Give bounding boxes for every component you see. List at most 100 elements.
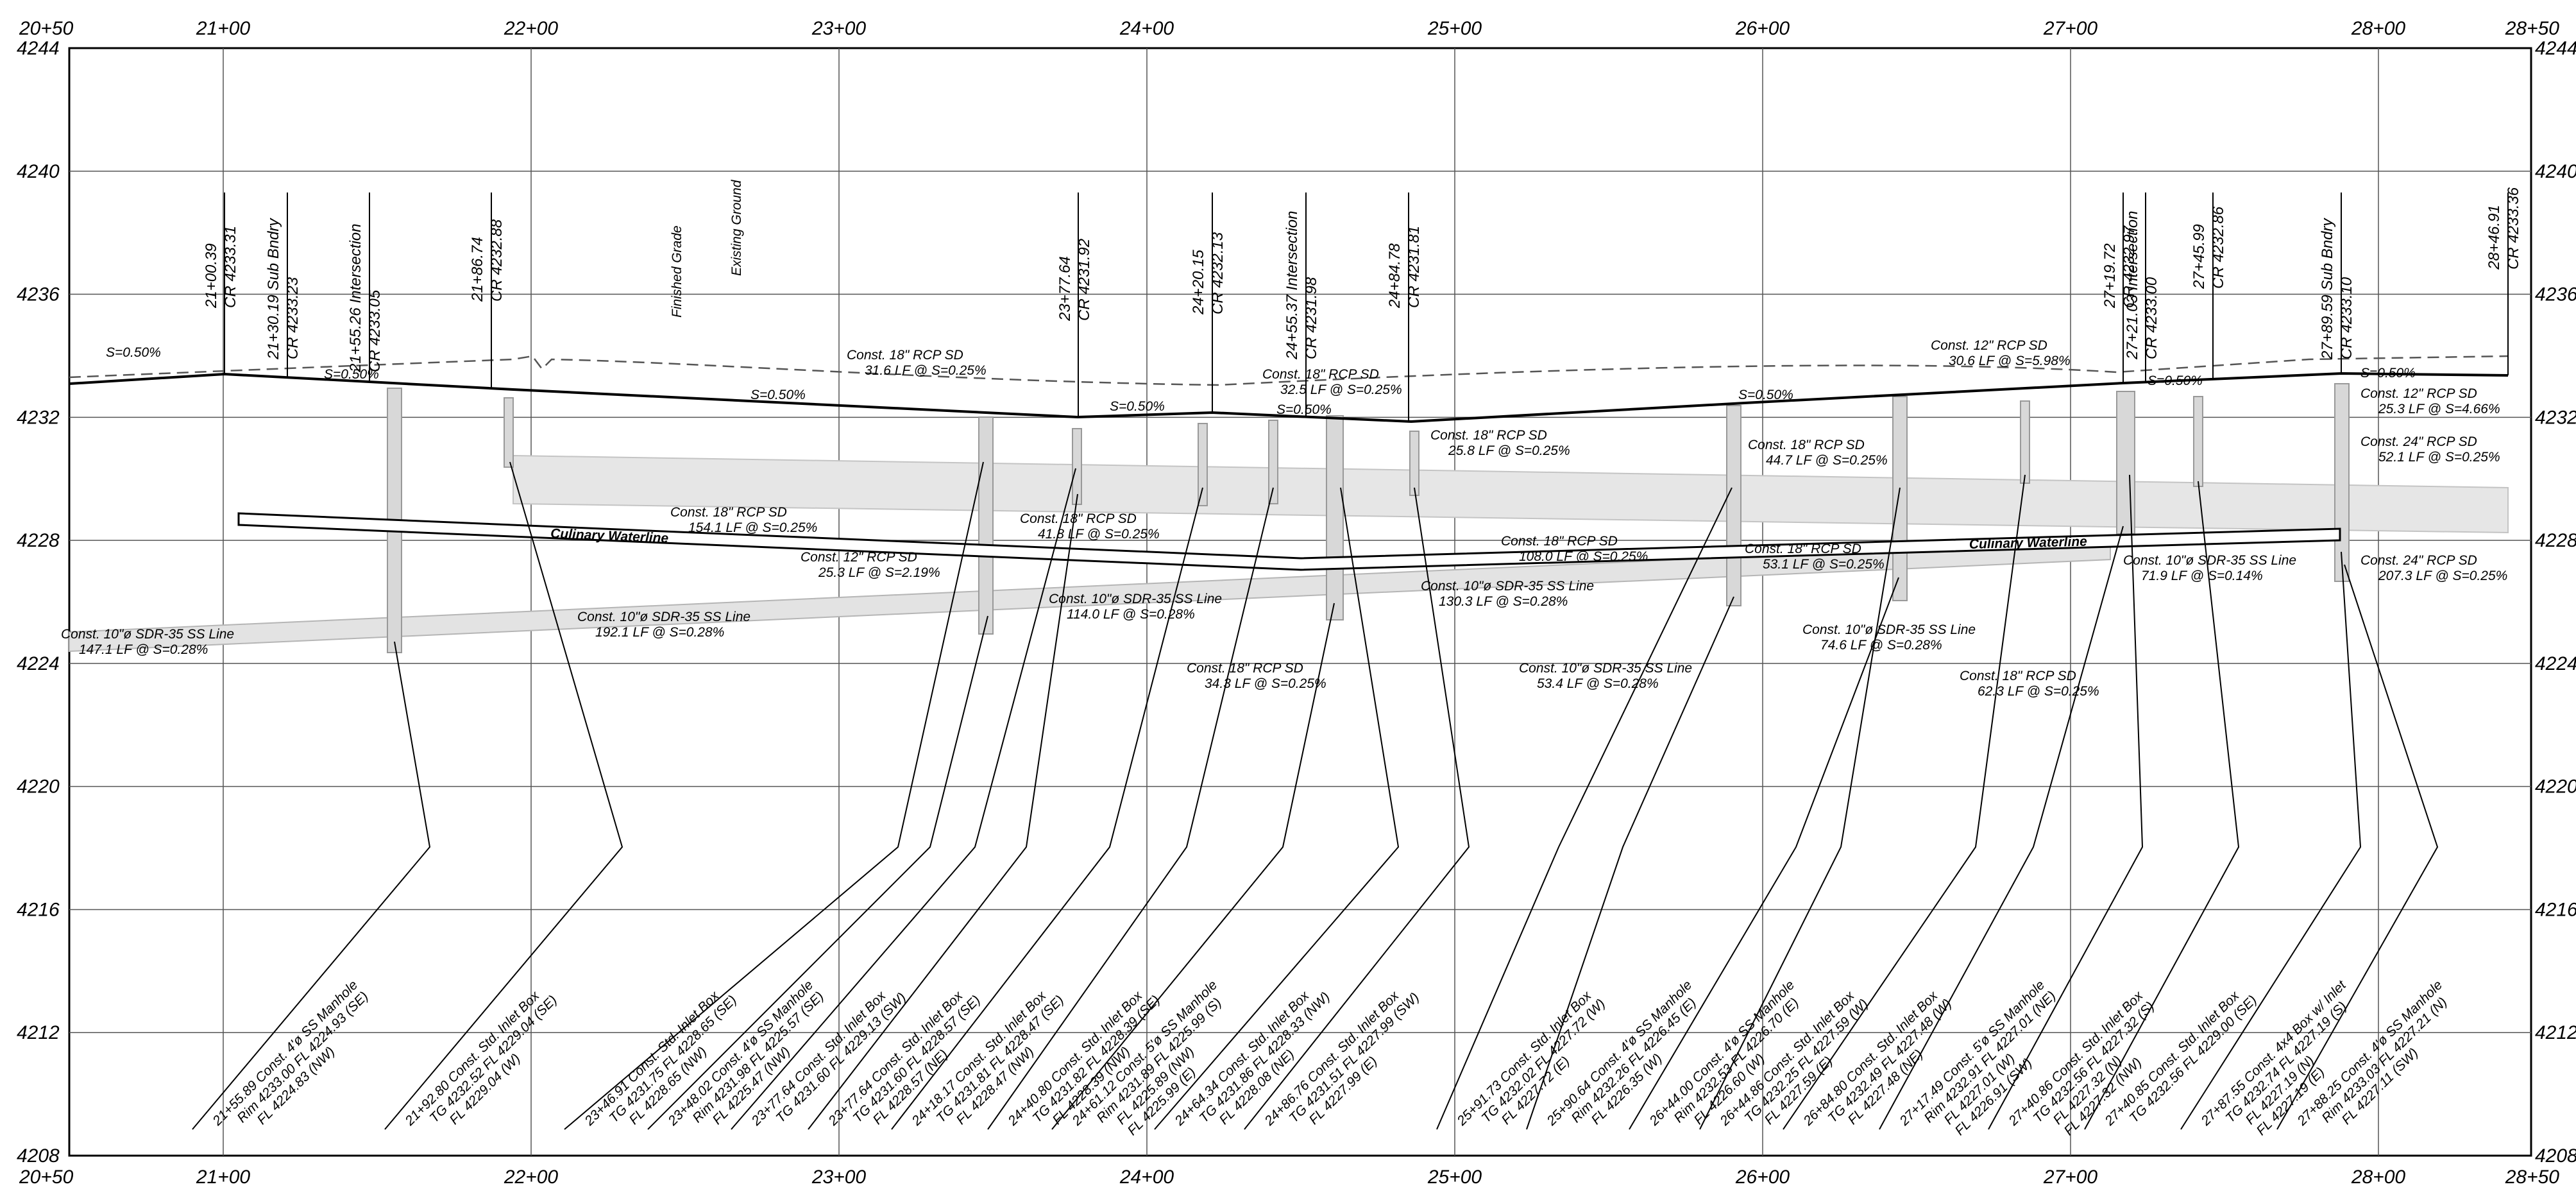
pipe-label-detail: 154.1 LF @ S=0.25% [688,520,817,535]
callout-station: 24+84.78 [1386,243,1403,309]
pipe-label-detail: 108.0 LF @ S=0.25% [1519,549,1648,564]
slope-label: S=0.50% [1276,402,1332,417]
callout-elevation: CR 4233.00 [2143,277,2160,359]
culinary-waterline [237,512,2341,571]
pipe-label-detail: 30.6 LF @ S=5.98% [1949,354,2071,368]
profile-frame [68,47,2532,1157]
station-label-top: 23+00 [811,18,867,39]
structure-callout-line: TG 4232.52 FL 4229.04 (SE) [427,993,560,1126]
grid-lines [69,48,2531,1156]
elevation-label-right: 4216 [2535,899,2576,920]
callout-elevation: CR 4233.23 [284,277,301,359]
station-label-bottom: 28+00 [2351,1167,2406,1188]
pipe-label-title: Const. 18" RCP SD [1748,438,1865,452]
existing-ground-line [69,355,2509,386]
axis-labels: 20+5020+5021+0021+0022+0022+0023+0023+00… [17,18,2576,1188]
callout-station: 28+46.91 [2486,205,2503,270]
callout-elevation: CR 4233.05 [366,289,384,372]
elevation-label-left: 4240 [17,161,60,182]
pipe-label-detail: 52.1 LF @ S=0.25% [2378,450,2500,465]
callout-elevation: CR 4231.81 [1405,226,1423,308]
elevation-label-right: 4240 [2535,161,2576,182]
station-label-top: 22+00 [504,18,559,39]
pipe-label-detail: 25.3 LF @ S=4.66% [2378,402,2500,416]
callout-elevation: CR 4232.88 [488,219,505,302]
station-label-top: 28+00 [2351,18,2406,39]
station-label-bottom: 22+00 [504,1167,559,1188]
pipe-label-title: Const. 24" RCP SD [2360,553,2477,568]
finished-grade-label: Finished Grade [670,225,684,318]
station-label-top: 21+00 [196,18,251,39]
callout-station: 27+19.72 [2101,243,2119,309]
callout-elevation: CR 4233.36 [2505,187,2522,270]
pipe-label-title: Const. 12" RCP SD [1931,338,2047,353]
callout-station: 27+89.59 Sub Bndry [2319,217,2336,360]
pipe-label-detail: 71.9 LF @ S=0.14% [2141,569,2263,583]
pipe-label-title: Const. 10"ø SDR-35 SS Line [1519,661,1692,676]
station-label-bottom: 28+50 [2505,1167,2560,1188]
elevation-label-right: 4232 [2535,407,2576,428]
elevation-label-left: 4212 [17,1022,60,1043]
slope-label: S=0.50% [106,345,161,360]
station-label-bottom: 25+00 [1427,1167,1482,1188]
pipe-label-detail: 192.1 LF @ S=0.28% [595,625,724,640]
station-label-bottom: 24+00 [1119,1167,1174,1188]
elevation-label-right: 4236 [2535,284,2576,305]
slope-label: S=0.50% [750,388,806,402]
elevation-label-left: 4220 [17,776,60,798]
callout-station: 21+86.74 [469,237,486,302]
callout-elevation: CR 4232.86 [2210,206,2227,289]
pipe-label-detail: 34.3 LF @ S=0.25% [1205,676,1326,691]
pipe-label-detail: 41.8 LF @ S=0.25% [1038,527,1160,542]
sewer-line-band [69,539,2111,653]
elevation-label-left: 4244 [17,38,60,59]
callout-station: 21+00.39 [203,243,220,309]
elevation-label-right: 4208 [2535,1145,2576,1167]
elevation-label-right: 4212 [2535,1022,2576,1043]
callout-elevation: CR 4233.31 [222,226,239,308]
pipe-label-title: Const. 18" RCP SD [670,505,787,520]
elevation-label-left: 4224 [17,653,60,674]
callout-elevation: CR 4231.98 [1303,277,1320,359]
station-label-bottom: 20+50 [19,1167,74,1188]
pipe-label-title: Const. 12" RCP SD [801,550,917,565]
pipe-label-title: Const. 10"ø SDR-35 SS Line [1049,592,1222,606]
waterline-label-2: Culinary Waterline [1969,535,2088,552]
station-label-bottom: 21+00 [196,1167,251,1188]
pipe-label-detail: 147.1 LF @ S=0.28% [79,642,208,657]
pipe-label-detail: 62.3 LF @ S=0.25% [1978,684,2099,699]
elevation-label-left: 4228 [17,530,60,551]
elevation-label-right: 4244 [2535,38,2576,59]
elevation-label-left: 4208 [17,1145,60,1167]
elevation-label-left: 4216 [17,899,60,920]
pipe-label-detail: 207.3 LF @ S=0.25% [2378,569,2507,583]
pipe-label-title: Const. 18" RCP SD [1262,367,1379,382]
station-label-top: 24+00 [1119,18,1174,39]
pipe-label-detail: 114.0 LF @ S=0.28% [1067,607,1195,622]
slope-label: S=0.50% [324,367,379,382]
elevation-label-right: 4228 [2535,530,2576,551]
pipe-label-title: Const. 24" RCP SD [2360,434,2477,449]
pipe-label-title: Const. 18" RCP SD [847,348,963,363]
existing-ground-label: Existing Ground [729,179,744,276]
pipe-label-title: Const. 10"ø SDR-35 SS Line [577,610,750,624]
elevation-label-left: 4232 [17,407,60,428]
pipe-label-title: Const. 18" RCP SD [1501,534,1618,549]
storm-drain-band [513,454,2509,534]
leader-lines [192,193,2509,1130]
slope-labels: S=0.50% S=0.50% S=0.50% S=0.50% S=0.50% S=0.5… [106,345,2416,417]
callout-elevation: CR 4232.97 [2121,225,2138,308]
slope-label: S=0.50% [2148,373,2203,388]
slope-label: S=0.50% [1110,399,1165,414]
callout-station: 27+21.03 Intersection [2124,210,2141,360]
pipe-label-title: Const. 18" RCP SD [1020,511,1137,526]
callout-elevation: CR 4232.13 [1209,232,1226,314]
callout-station: 24+20.15 [1190,250,1207,315]
station-label-bottom: 27+00 [2043,1167,2098,1188]
pipe-label-detail: 53.1 LF @ S=0.25% [1763,557,1885,572]
elevation-label-left: 4236 [17,284,60,305]
